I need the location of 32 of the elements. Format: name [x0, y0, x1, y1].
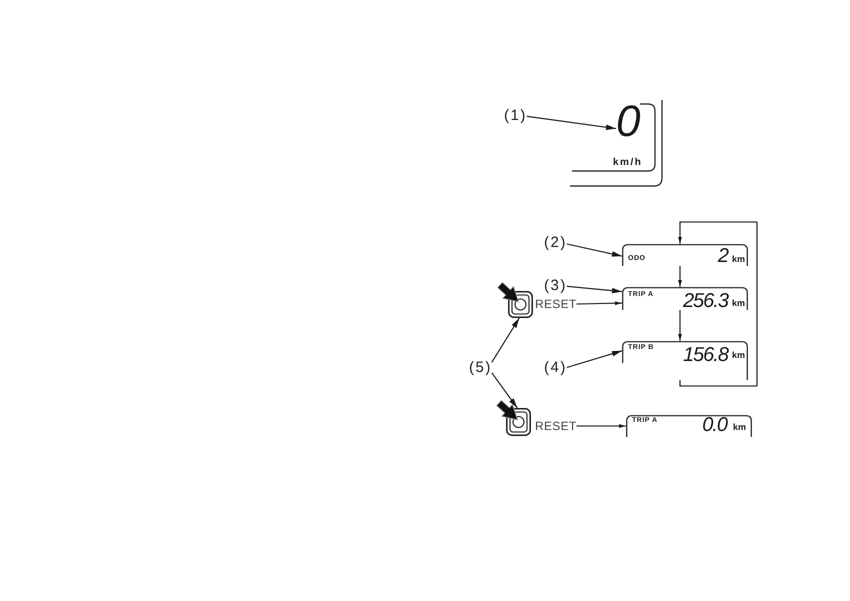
leader-line — [566, 286, 622, 294]
unit-label: km — [732, 351, 745, 360]
arrow — [576, 424, 626, 428]
display-panel — [622, 341, 748, 380]
button-caption: RESET — [535, 420, 577, 432]
display-panel — [622, 244, 748, 266]
distance-reading: 0.0 — [702, 417, 728, 434]
callout-number: (2) — [544, 235, 567, 250]
distance-reading: 2 — [718, 248, 730, 265]
button-caption: RESET — [535, 298, 577, 310]
speed-reading: 0 — [616, 104, 642, 140]
display-panel — [626, 415, 752, 437]
unit-label: km — [732, 254, 745, 264]
arrow — [678, 310, 682, 341]
leader-line — [491, 318, 520, 363]
leader-line — [566, 243, 622, 257]
callout-number: (1) — [504, 108, 527, 123]
arrow — [678, 221, 758, 387]
leader-line — [526, 116, 616, 130]
distance-reading: 256.3 — [682, 293, 730, 310]
arrow — [576, 301, 622, 306]
arrow — [678, 266, 682, 287]
unit-label: km — [732, 423, 746, 432]
leader-line — [566, 350, 622, 368]
unit-label: km/h — [613, 158, 642, 168]
callout-number: (3) — [544, 278, 567, 293]
callout-number: (5) — [469, 360, 492, 375]
leader-line — [491, 372, 518, 408]
distance-reading: 156.8 — [682, 347, 730, 364]
unit-label: km — [732, 298, 745, 308]
callout-number: (4) — [544, 360, 567, 375]
display-panel — [622, 287, 748, 310]
